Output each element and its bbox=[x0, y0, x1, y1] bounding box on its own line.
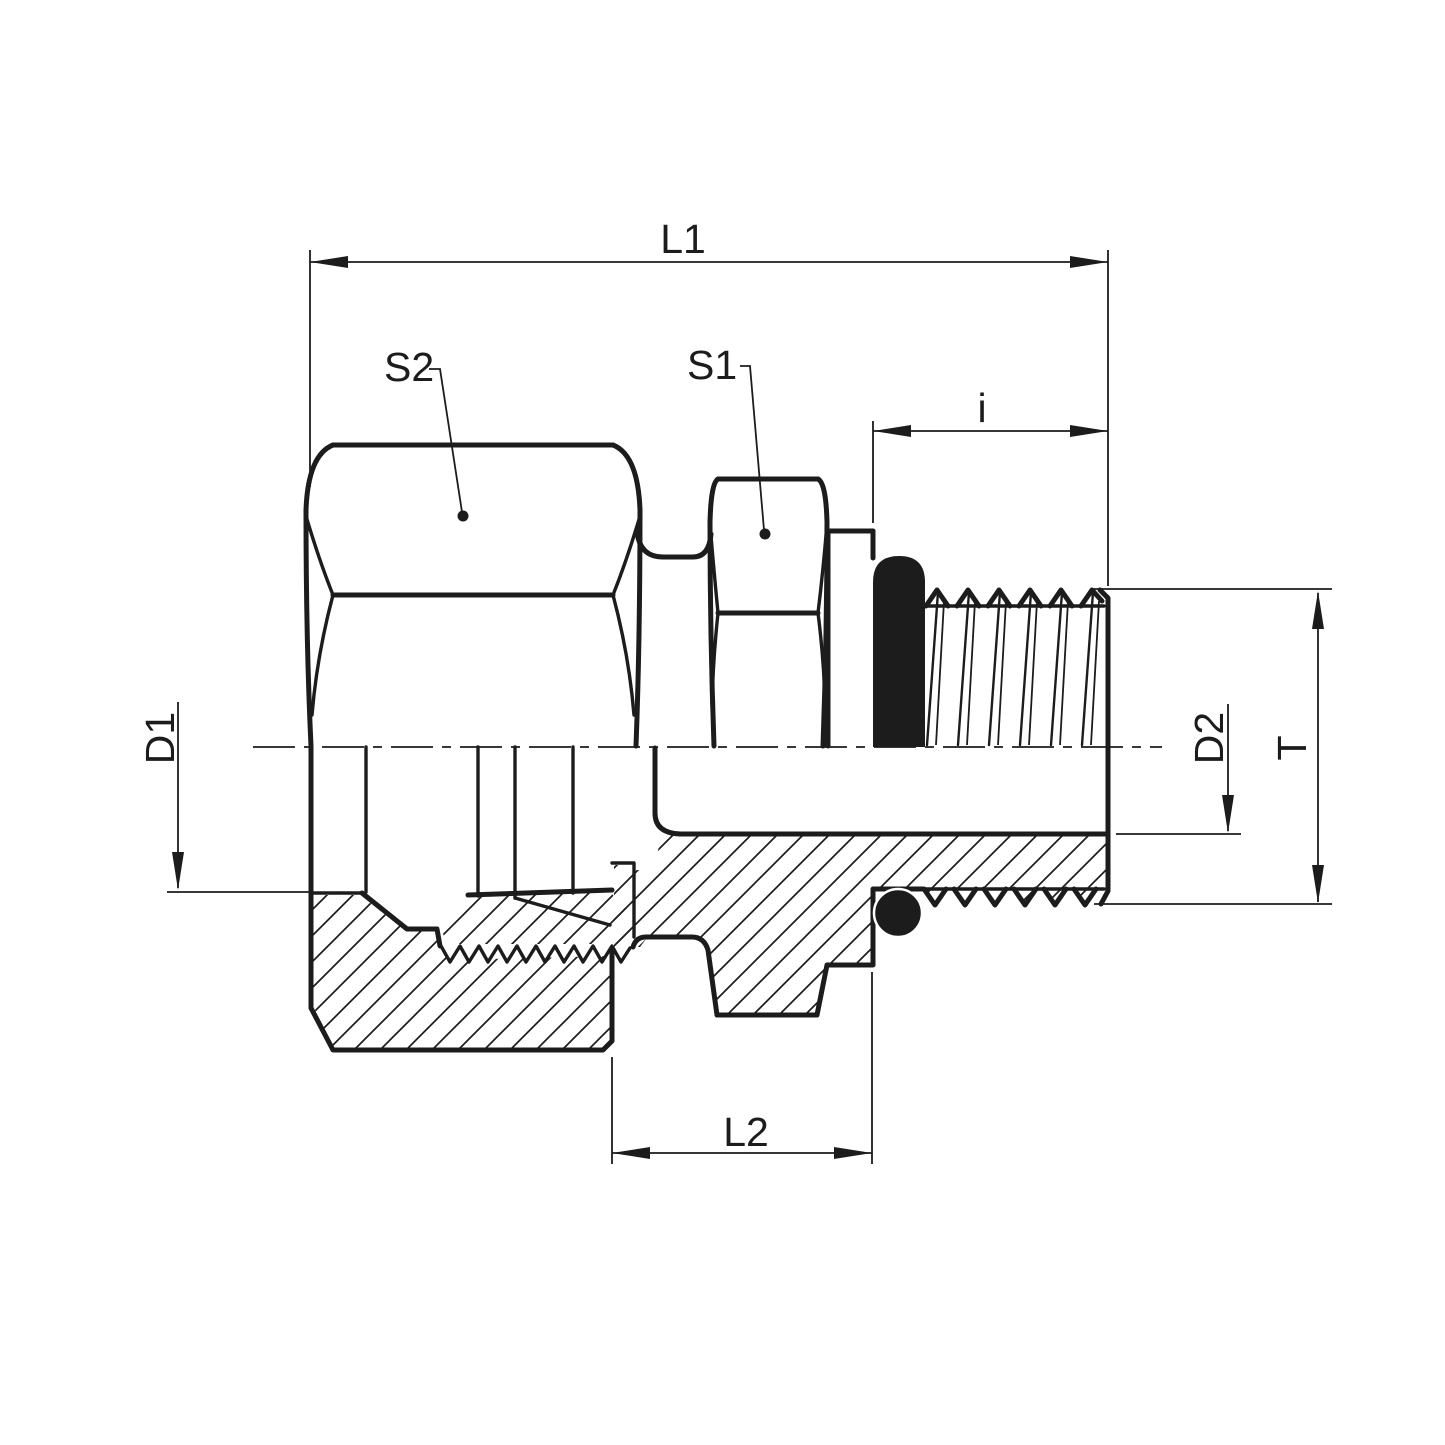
thread-crest-teeth bbox=[923, 587, 1105, 609]
s1-leader-dot bbox=[759, 528, 771, 540]
d2-arrow bbox=[1222, 795, 1234, 833]
dim-label-s2: S2 bbox=[384, 344, 434, 390]
nut-section-hatch bbox=[313, 895, 610, 1048]
body-section-hatch bbox=[614, 834, 1106, 1013]
dim-label-l1: L1 bbox=[660, 216, 706, 262]
s2-hex-left-chamfer-edge bbox=[304, 514, 335, 597]
oring-section-circle bbox=[872, 887, 924, 939]
i-arrow-right bbox=[1070, 425, 1108, 437]
bore-step bbox=[652, 745, 683, 837]
s2-hex-right-chamfer-edge bbox=[611, 514, 642, 597]
dimensions: L1 i D1 D2 T bbox=[137, 216, 1332, 1164]
s1-hex-right-face-edge bbox=[816, 611, 827, 707]
dimension-t: T bbox=[1094, 588, 1332, 905]
neck-top-edge bbox=[634, 529, 714, 560]
thread-flank-lines bbox=[925, 590, 1100, 747]
leader-s2: S2 bbox=[384, 344, 469, 522]
oring-side-view bbox=[873, 556, 925, 747]
dimension-d2: D2 bbox=[1116, 704, 1241, 835]
dimension-l1: L1 bbox=[309, 216, 1109, 586]
s2-hex-right-silhouette bbox=[610, 442, 643, 749]
oring-seal bbox=[872, 556, 925, 939]
s1-hex-left-chamfer-edge bbox=[708, 522, 720, 615]
dim-label-d2: D2 bbox=[1186, 712, 1232, 764]
i-arrow-left bbox=[873, 425, 911, 437]
nut-cone-seat bbox=[359, 890, 443, 949]
dimension-d1: D1 bbox=[137, 702, 312, 893]
s2-leader-line bbox=[429, 368, 463, 513]
part-outline-top bbox=[303, 442, 1111, 907]
d1-arrow bbox=[172, 852, 184, 890]
t-arrow-top bbox=[1312, 591, 1324, 629]
l1-arrow-right bbox=[1070, 256, 1108, 268]
body-nose-section-hatch bbox=[441, 892, 631, 944]
s2-leader-dot bbox=[457, 510, 469, 522]
dimension-l2: L2 bbox=[611, 972, 873, 1164]
s1-leader-line bbox=[740, 365, 765, 531]
body-neck-edge bbox=[630, 934, 720, 1018]
l2-arrow-left bbox=[612, 1147, 650, 1159]
dim-label-t: T bbox=[1269, 735, 1315, 760]
nut-left-face bbox=[308, 744, 615, 1053]
dimension-i: i bbox=[872, 385, 1108, 523]
dim-label-d1: D1 bbox=[137, 712, 183, 764]
dim-label-l2: L2 bbox=[723, 1109, 769, 1155]
part-outline-bottom bbox=[308, 744, 1109, 1053]
s2-hex-left-silhouette bbox=[303, 442, 336, 749]
dim-label-s1: S1 bbox=[687, 342, 737, 388]
s2-hex-left-face-edge bbox=[310, 593, 335, 717]
dim-label-i: i bbox=[977, 385, 986, 431]
s1-hex-left-face-edge bbox=[710, 611, 720, 707]
leader-s1: S1 bbox=[687, 342, 771, 540]
t-arrow-bottom bbox=[1312, 865, 1324, 903]
s2-hex-right-face-edge bbox=[611, 593, 636, 717]
thread-end-face bbox=[1097, 587, 1111, 907]
nut-internal-thread bbox=[439, 944, 632, 964]
body-nose-inner-edge bbox=[513, 896, 612, 927]
l2-arrow-right bbox=[834, 1147, 872, 1159]
thread-bottom-teeth bbox=[921, 886, 1099, 908]
body-nose-cone-edge bbox=[465, 887, 615, 898]
section-hatching bbox=[313, 834, 1106, 1048]
body-shoulder-edge bbox=[610, 861, 636, 939]
l1-arrow-left bbox=[310, 256, 348, 268]
s1-section-outline bbox=[714, 886, 925, 1018]
